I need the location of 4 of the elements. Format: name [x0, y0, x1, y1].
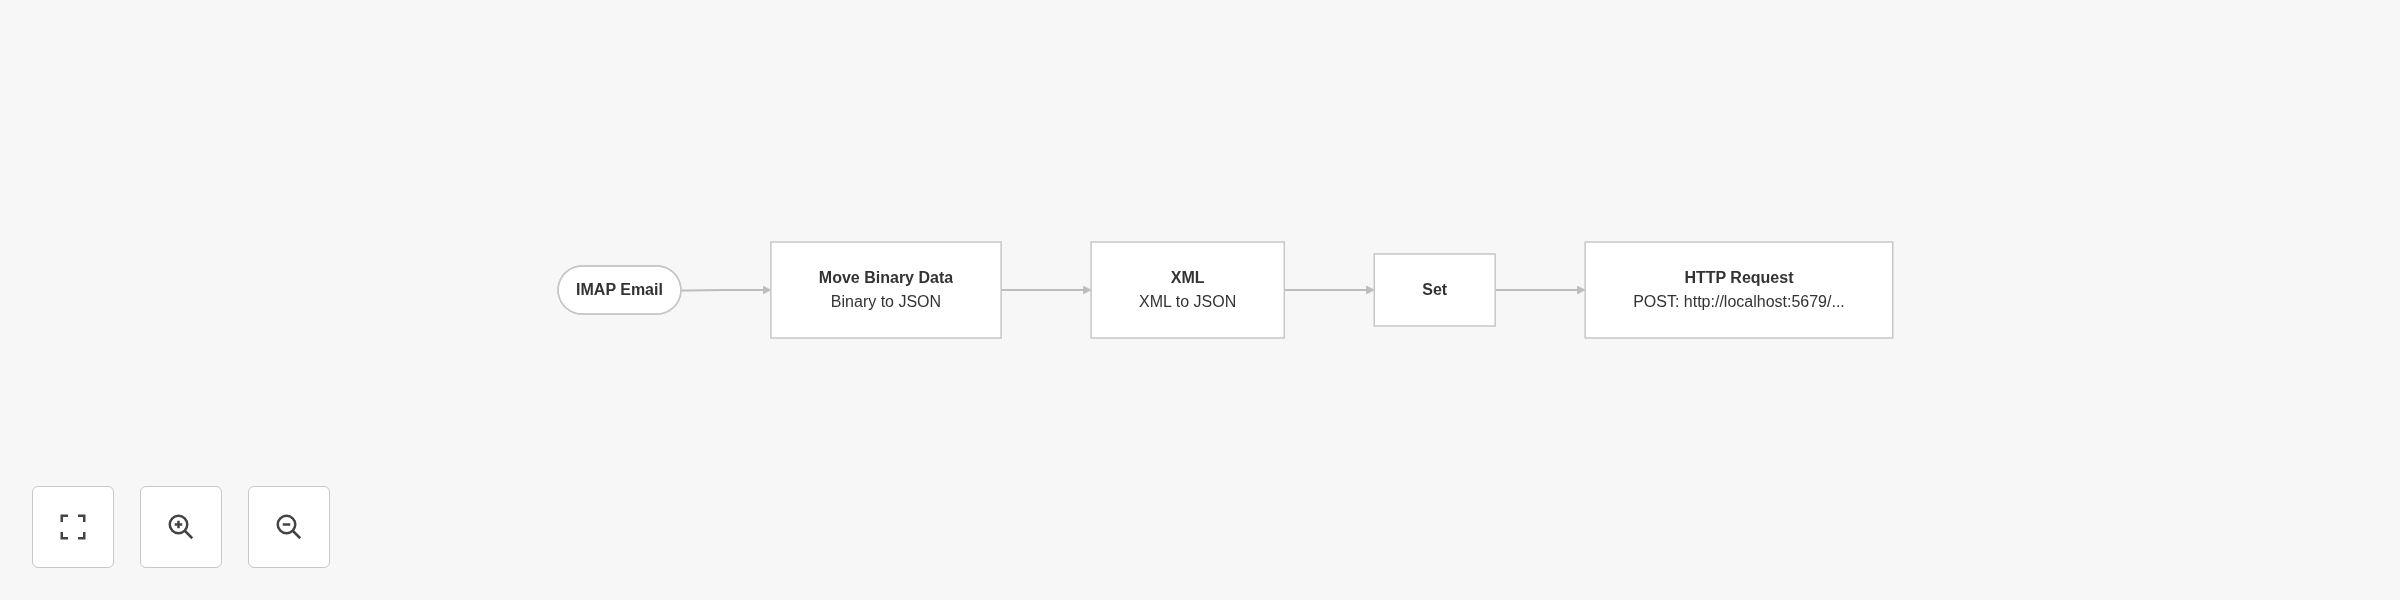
node-box: HTTP Request POST: http://localhost:5679/...: [1583, 241, 1894, 339]
node-box: Move Binary Data Binary to JSON: [769, 241, 1002, 339]
node-box: Set: [1373, 253, 1496, 327]
node-box: XML XML to JSON: [1089, 241, 1285, 339]
